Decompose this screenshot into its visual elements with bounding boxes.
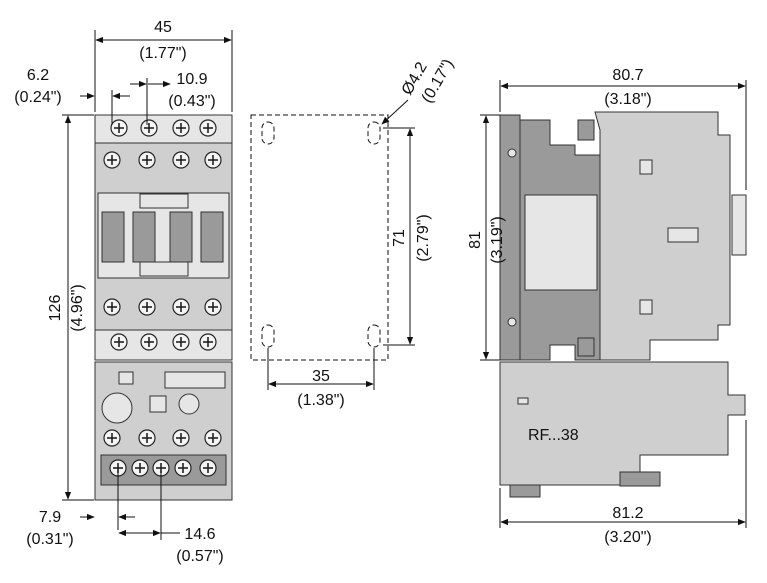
dim-pitch-top-inch: (0.43") <box>168 93 215 110</box>
side-coil-section <box>594 111 731 361</box>
dim-bottom-inch: (0.31") <box>26 531 73 548</box>
reset-button <box>149 395 167 413</box>
side-view: RF...38 80.7 (3.18") 81 (3.19") 81.2 (3.… <box>467 67 747 546</box>
screw-terminal-icon <box>199 333 217 351</box>
dim-depth-top-mm: 80.7 <box>612 67 643 84</box>
screw-terminal-icon <box>103 429 121 447</box>
mounting-hole-tr <box>367 121 381 145</box>
dim-height-inch: (4.96") <box>69 284 86 331</box>
side-coil-label <box>667 227 699 243</box>
side-tab-top <box>577 119 595 141</box>
dim-height-mm: 126 <box>47 295 64 322</box>
dim-pitch-bottom-inch: (0.57") <box>176 548 223 565</box>
screw-terminal-icon <box>140 333 158 351</box>
contact-bridge-bottom <box>139 261 189 277</box>
screw-terminal-icon <box>131 459 149 477</box>
screw-terminal-icon <box>204 429 222 447</box>
side-indicator-top <box>639 159 653 175</box>
dim-side-height-inch: (3.19") <box>489 216 506 263</box>
dim-depth-top-inch: (3.18") <box>604 91 651 108</box>
screw-terminal-icon <box>138 298 156 316</box>
dim-offset-mm: 6.2 <box>27 67 49 84</box>
contact-block-1 <box>101 211 125 263</box>
relay-label-plate <box>164 371 226 389</box>
relay-indicator <box>118 371 134 385</box>
test-button <box>178 393 200 415</box>
dim-hole-inch: (0.17") <box>419 56 457 106</box>
side-coil-terminal <box>731 194 747 256</box>
contact-block-2 <box>132 211 156 263</box>
screw-terminal-icon <box>172 429 190 447</box>
dim-depth-bottom-mm: 81.2 <box>612 505 643 522</box>
contact-block-4 <box>200 211 224 263</box>
dim-pitch-bottom-mm: 14.6 <box>184 526 215 543</box>
side-indicator-bottom <box>639 299 653 315</box>
dim-width-mm: 45 <box>154 19 172 36</box>
dim-offset-inch: (0.24") <box>14 89 61 106</box>
side-relay-foot-left <box>509 484 541 498</box>
screw-terminal-icon <box>172 298 190 316</box>
contact-bridge-top <box>139 193 189 209</box>
mounting-hole-bl <box>261 324 275 348</box>
side-relay-slot <box>517 397 529 405</box>
adjust-dial-icon <box>101 392 133 424</box>
screw-terminal-icon <box>172 333 190 351</box>
screw-terminal-icon <box>138 151 156 169</box>
screw-terminal-icon <box>204 298 222 316</box>
dim-pitch-top-mm: 10.9 <box>176 71 207 88</box>
mounting-hole-tl <box>261 121 275 145</box>
screw-terminal-icon <box>172 119 190 137</box>
screw-terminal-icon <box>110 333 128 351</box>
dim-depth-bottom-inch: (3.20") <box>604 529 651 546</box>
screw-terminal-icon <box>103 298 121 316</box>
screw-terminal-icon <box>204 151 222 169</box>
side-relay-body <box>499 361 746 486</box>
screw-terminal-icon <box>199 459 217 477</box>
dim-side-height-mm: 81 <box>467 231 484 249</box>
dim-hspacing-mm: 35 <box>312 368 330 385</box>
screw-terminal-icon <box>110 119 128 137</box>
mounting-hole-br <box>367 324 381 348</box>
relay-model-label: RF...38 <box>528 427 579 444</box>
screw-terminal-icon <box>199 119 217 137</box>
screw-terminal-icon <box>138 429 156 447</box>
dim-hspacing-inch: (1.38") <box>297 392 344 409</box>
dim-vspacing-mm: 71 <box>391 229 408 247</box>
side-relay-foot-right <box>619 471 661 487</box>
side-tab-bottom <box>577 337 595 357</box>
front-view: 45 (1.77") 6.2 (0.24") 10.9 (0.43") 126 … <box>14 19 233 565</box>
side-rivet-bottom <box>507 317 517 327</box>
screw-terminal-icon <box>174 459 192 477</box>
contact-block-3 <box>169 211 193 263</box>
mounting-outline <box>250 114 389 361</box>
screw-terminal-icon <box>103 151 121 169</box>
mounting-view: Ø4.2 (0.17") 71 (2.79") 35 (1.38") <box>250 56 457 409</box>
screw-terminals <box>103 119 222 477</box>
side-rivet-top <box>507 148 517 158</box>
side-window <box>524 194 598 291</box>
dim-vspacing-inch: (2.79") <box>415 214 432 261</box>
dim-width-inch: (1.77") <box>139 45 186 62</box>
screw-terminal-icon <box>140 119 158 137</box>
screw-terminal-icon <box>172 151 190 169</box>
dim-bottom-mm: 7.9 <box>39 509 61 526</box>
screw-terminal-icon <box>109 459 127 477</box>
